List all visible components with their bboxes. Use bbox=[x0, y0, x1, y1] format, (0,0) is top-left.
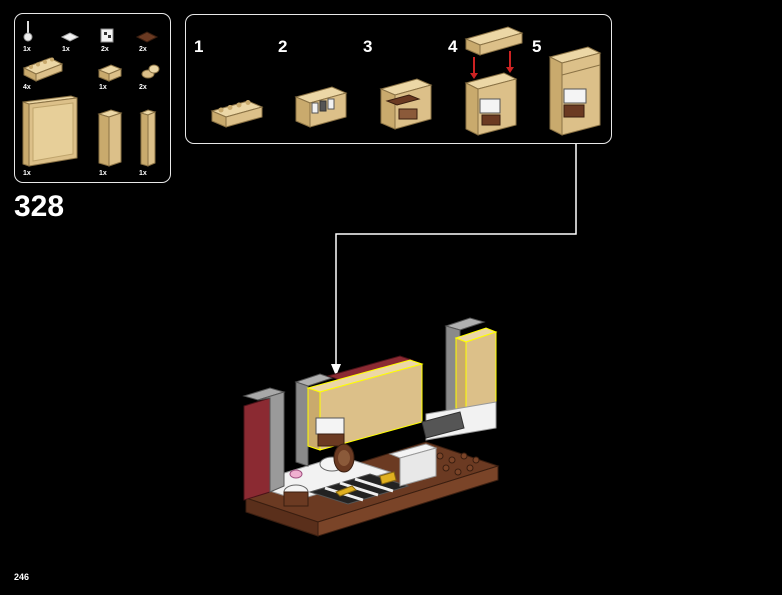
substep-3-illustration bbox=[379, 78, 433, 130]
substep-4-illustration bbox=[464, 26, 524, 136]
substep-2-illustration bbox=[294, 86, 348, 128]
part-qty: 1x bbox=[99, 170, 107, 177]
tan-narrow-column-icon bbox=[139, 109, 157, 167]
tan-round-stud-icon bbox=[141, 64, 160, 79]
substep-1-brick-illustration bbox=[210, 100, 264, 128]
substep-number-3: 3 bbox=[363, 37, 373, 56]
tan-tall-brick-icon bbox=[97, 109, 123, 167]
substep-number-4: 4 bbox=[448, 37, 458, 56]
parts-list-panel: 1x 1x 2x 2x 4x 1x 2x 1x bbox=[14, 13, 171, 183]
substep-number-2: 2 bbox=[278, 37, 288, 56]
tan-brick-1x4-icon bbox=[22, 57, 64, 82]
tan-wall-panel-icon bbox=[22, 95, 78, 167]
part-qty: 2x bbox=[139, 84, 147, 91]
white-tile-icon bbox=[60, 32, 80, 42]
part-qty: 1x bbox=[23, 170, 31, 177]
substep-number-5: 5 bbox=[532, 37, 542, 56]
part-qty: 2x bbox=[101, 46, 109, 53]
part-qty: 1x bbox=[23, 46, 31, 53]
part-qty: 1x bbox=[99, 84, 107, 91]
brown-studs bbox=[436, 452, 480, 476]
part-qty: 2x bbox=[139, 46, 147, 53]
substep-number-1: 1 bbox=[194, 37, 204, 56]
part-qty: 4x bbox=[23, 84, 31, 91]
part-qty: 1x bbox=[62, 46, 70, 53]
printed-white-brick-icon bbox=[100, 28, 114, 43]
substep-5-illustration bbox=[548, 46, 602, 136]
tan-brick-1x2-icon bbox=[97, 64, 123, 82]
main-model-illustration bbox=[242, 317, 500, 537]
brown-plate-icon bbox=[135, 31, 159, 43]
part-qty: 1x bbox=[139, 170, 147, 177]
toilet-piece bbox=[319, 443, 355, 473]
step-number: 328 bbox=[14, 190, 65, 223]
page-number: 246 bbox=[14, 572, 30, 582]
substep-panel: 1 2 3 4 5 bbox=[185, 14, 612, 144]
wrench-tool-piece-icon bbox=[23, 21, 33, 42]
